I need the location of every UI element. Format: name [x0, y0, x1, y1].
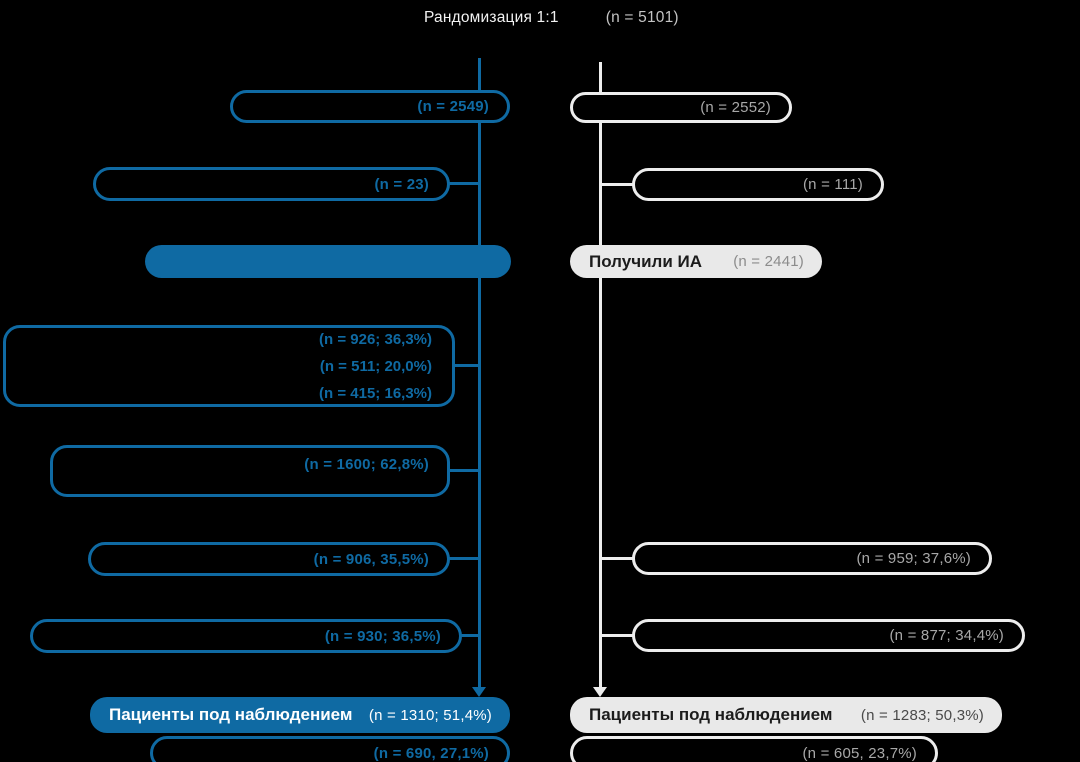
randomization-count: (n = 5101) [605, 9, 679, 26]
right-box-row7: (n = 877; 34,4%) [632, 619, 1025, 652]
right-box-row6: (n = 959; 37,6%) [632, 542, 992, 575]
left-box-row1: (n = 2549) [230, 90, 510, 123]
left-branch-arrow-icon [472, 687, 486, 697]
left-box-row5: (n = 1600; 62,8%) [50, 445, 450, 497]
left-box-followup-label: Пациенты под наблюдением [109, 705, 353, 724]
left-box-row4-line3: (n = 415; 16,3%) [319, 384, 432, 402]
randomization-header: Рандомизация 1:1 (n = 5101) [424, 9, 679, 27]
left-box-row9-value: (n = 690, 27,1%) [373, 744, 489, 762]
right-box-row6-value: (n = 959; 37,6%) [856, 550, 971, 567]
left-connector-row6 [446, 557, 480, 560]
right-branch-arrow-icon [593, 687, 607, 697]
left-connector-row4 [452, 364, 480, 367]
left-box-row6-value: (n = 906, 35,5%) [313, 550, 429, 568]
left-box-row7: (n = 930; 36,5%) [30, 619, 462, 653]
left-connector-row2 [446, 182, 480, 185]
right-box-received-ia: Получили ИА (n = 2441) [570, 245, 822, 278]
right-box-row2: (n = 111) [632, 168, 884, 201]
left-connector-row7 [458, 634, 480, 637]
right-connector-row2 [601, 183, 634, 186]
right-box-followup: Пациенты под наблюдением (n = 1283; 50,3… [570, 697, 1002, 733]
left-box-row4-line1: (n = 926; 36,3%) [319, 330, 432, 348]
left-box-row3 [145, 245, 511, 278]
left-box-row2: (n = 23) [93, 167, 450, 201]
left-box-row7-value: (n = 930; 36,5%) [324, 627, 441, 645]
left-box-row1-value: (n = 2549) [417, 98, 489, 115]
left-box-followup: Пациенты под наблюдением (n = 1310; 51,4… [90, 697, 510, 733]
right-box-followup-value: (n = 1283; 50,3%) [860, 706, 984, 724]
right-branch-line [599, 62, 602, 688]
right-box-row9-value: (n = 605, 23,7%) [802, 744, 917, 762]
left-box-row5-value: (n = 1600; 62,8%) [304, 456, 429, 473]
right-box-followup-label: Пациенты под наблюдением [589, 705, 833, 724]
right-box-row7-value: (n = 877; 34,4%) [889, 627, 1004, 644]
left-box-row4: (n = 926; 36,3%) (n = 511; 20,0%) (n = 4… [3, 325, 455, 407]
right-box-received-ia-label: Получили ИА [589, 251, 702, 271]
right-box-row1-value: (n = 2552) [700, 99, 771, 116]
right-connector-row6 [601, 557, 634, 560]
left-box-row9: (n = 690, 27,1%) [150, 736, 510, 762]
right-box-received-ia-value: (n = 2441) [733, 253, 804, 270]
left-branch-line [478, 58, 481, 688]
randomization-title: Рандомизация 1:1 [424, 9, 559, 26]
left-box-row4-line2: (n = 511; 20,0%) [319, 357, 432, 375]
right-box-row1: (n = 2552) [570, 92, 792, 123]
left-connector-row5 [446, 469, 480, 472]
right-connector-row7 [601, 634, 634, 637]
right-box-row2-value: (n = 111) [802, 176, 863, 193]
right-box-row9: (n = 605, 23,7%) [570, 736, 938, 762]
left-box-row6: (n = 906, 35,5%) [88, 542, 450, 576]
left-box-followup-value: (n = 1310; 51,4%) [368, 706, 492, 724]
left-box-row2-value: (n = 23) [374, 175, 429, 193]
